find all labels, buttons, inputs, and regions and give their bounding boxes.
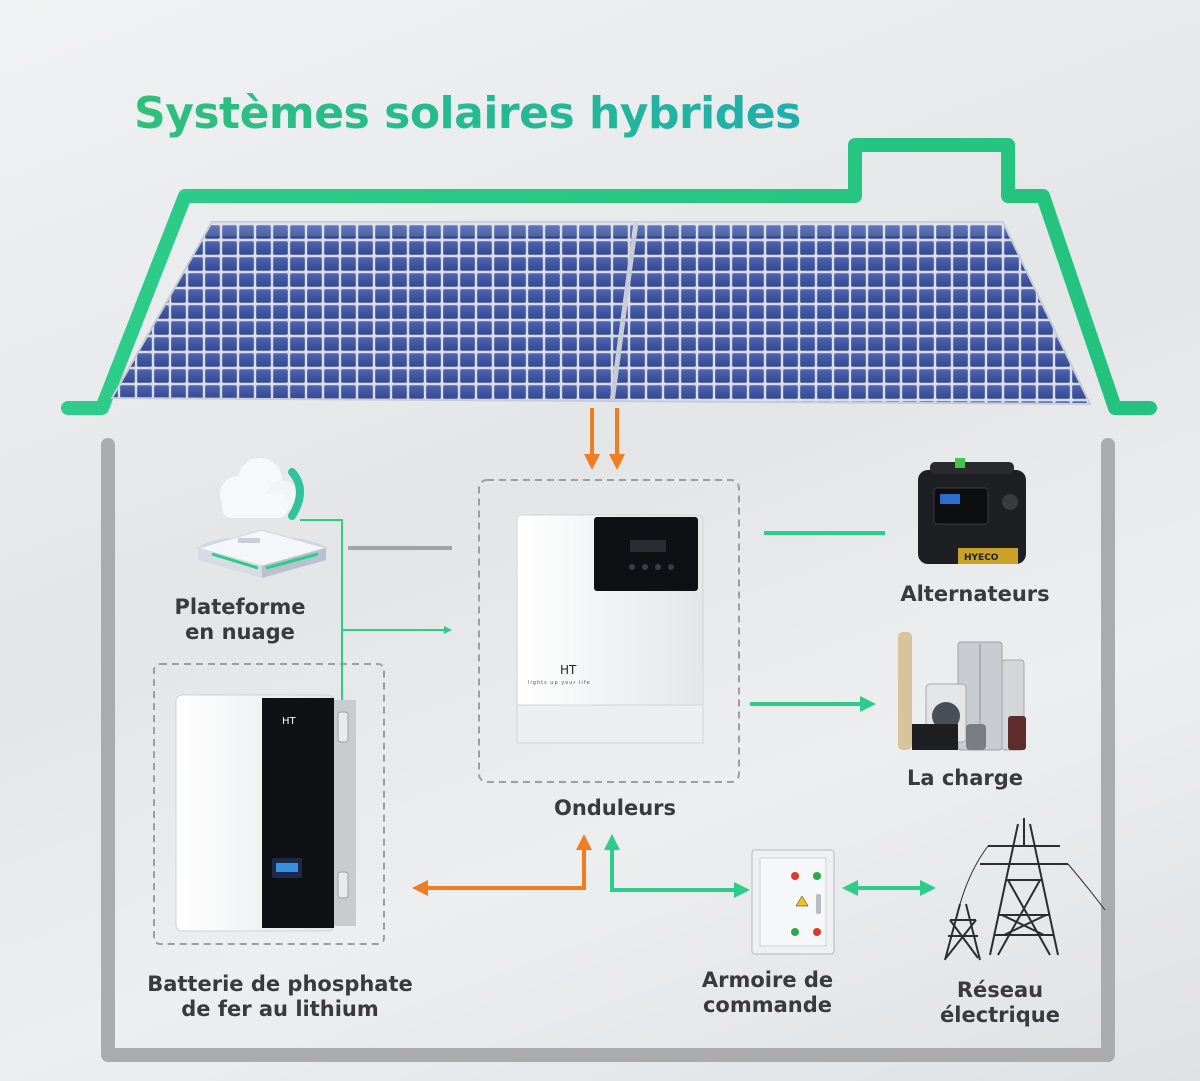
control-cabinet-label: Armoire de commande xyxy=(680,968,855,1018)
battery-label-line1: Batterie de phosphate xyxy=(147,972,413,996)
battery-label: Batterie de phosphate de fer au lithium xyxy=(120,972,440,1022)
cloud-platform-label: Plateforme en nuage xyxy=(150,595,330,645)
battery-frame xyxy=(153,663,385,945)
page-title: Systèmes solaires hybrides xyxy=(134,84,894,144)
cloud-platform-label-line1: Plateforme xyxy=(174,595,306,619)
inverter-frame xyxy=(478,479,740,783)
solar-panel-array xyxy=(110,221,1092,406)
generator-brand: HYECO xyxy=(964,553,999,563)
grid-label: Réseau électrique xyxy=(920,978,1080,1028)
inverter-tagline: lights up your life xyxy=(528,680,591,686)
house-roof-outline xyxy=(61,138,1157,415)
battery-label-line2: de fer au lithium xyxy=(181,997,379,1021)
load-label: La charge xyxy=(906,766,1024,790)
lithium-battery-icon xyxy=(175,694,356,932)
generator-icon xyxy=(918,458,1026,564)
control-cabinet-label-line1: Armoire de xyxy=(701,968,834,992)
grid-label-line2: électrique xyxy=(940,1003,1060,1027)
inverter-label: Onduleurs xyxy=(553,796,677,820)
control-cabinet-label-line2: commande xyxy=(702,993,833,1017)
grid-label-line1: Réseau xyxy=(956,978,1044,1002)
cloud-server-icon xyxy=(196,458,328,578)
hybrid-inverter-icon xyxy=(516,514,704,744)
house-wall xyxy=(101,438,1115,1062)
inverter-brand: HT xyxy=(560,663,577,677)
battery-brand: HT xyxy=(282,716,297,727)
power-pylon-icon xyxy=(944,818,1106,961)
cloud-platform-label-line2: en nuage xyxy=(185,620,295,644)
monitoring-link xyxy=(300,519,452,700)
generator-label: Alternateurs xyxy=(900,582,1050,606)
dc-flow-battery-inverter xyxy=(412,834,592,896)
control-cabinet-icon xyxy=(751,849,835,955)
home-appliances-icon xyxy=(898,632,1026,751)
ac-flow-inverter-cabinet xyxy=(604,834,750,898)
dc-flow-panels-to-inverter xyxy=(584,408,625,470)
